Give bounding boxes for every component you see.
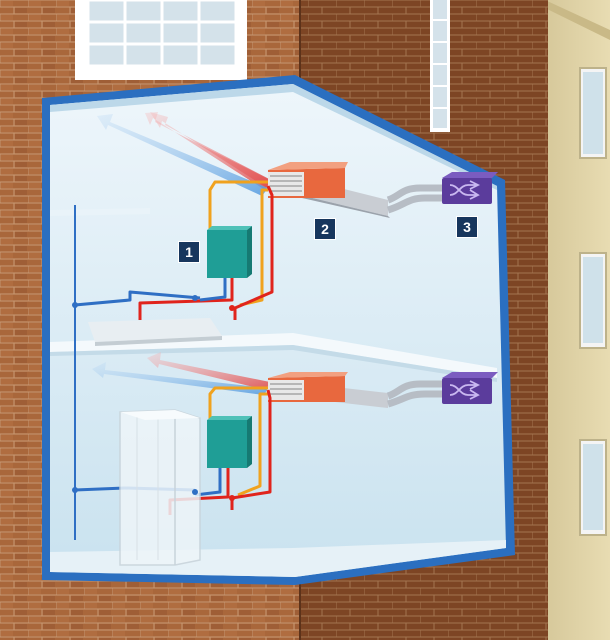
neighbour-building bbox=[545, 0, 610, 640]
ventilation-unit-upper bbox=[268, 162, 498, 218]
heating-pipes-upper bbox=[74, 180, 274, 540]
callout-heat-exchanger: 3 bbox=[456, 216, 478, 238]
ventilation-unit-icon bbox=[268, 162, 348, 198]
shower-cabin-icon bbox=[119, 409, 201, 566]
side-window bbox=[430, 0, 450, 132]
pipe-joints bbox=[72, 295, 235, 501]
airflow-arrows-upper bbox=[97, 112, 275, 196]
boiler-icon bbox=[207, 226, 252, 278]
ventilation-unit-lower bbox=[268, 372, 498, 408]
heat-exchanger-icon bbox=[442, 372, 498, 404]
boiler-icon bbox=[207, 416, 252, 468]
callout-ventilation-unit: 2 bbox=[314, 218, 336, 240]
heat-exchanger-icon bbox=[442, 172, 498, 204]
upper-window bbox=[75, 0, 247, 80]
callout-boiler: 1 bbox=[178, 241, 200, 263]
ventilation-unit-icon bbox=[268, 372, 348, 402]
sink-icon bbox=[88, 318, 222, 346]
